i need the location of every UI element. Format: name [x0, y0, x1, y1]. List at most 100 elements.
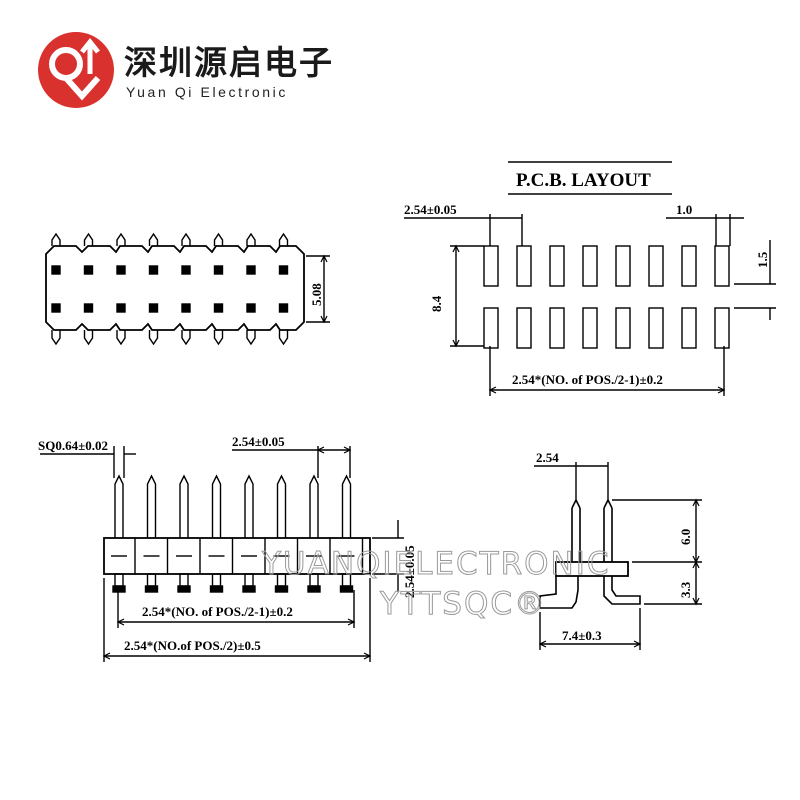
top-view-pin-squares	[51, 265, 289, 313]
pcb-pad	[648, 307, 664, 349]
top-view-pin-tip	[181, 232, 191, 246]
front-pitch-label: 2.54±0.05	[232, 434, 285, 449]
top-view-pin-tip	[246, 330, 256, 346]
pcb-pad	[582, 307, 598, 349]
front-view-pin-solder	[177, 585, 191, 593]
side-offset-label: 3.3	[678, 581, 693, 598]
front-view-pin	[309, 474, 319, 538]
front-view-pins	[112, 474, 354, 593]
front-view-pin	[146, 474, 157, 538]
pcb-row-spacing-label: 8.4	[429, 295, 444, 312]
front-view-pin-foot	[146, 573, 157, 587]
front-view-pin-solder	[339, 585, 354, 593]
side-length-label: 7.4±0.3	[562, 628, 602, 643]
top-view-pin-square	[51, 265, 61, 275]
brand-name-chinese: 深圳源启电子	[124, 43, 334, 82]
top-view-pin-square	[181, 303, 191, 313]
top-view-pin-tip	[278, 330, 289, 346]
pcb-pad	[516, 245, 532, 287]
top-view-height-label: 5.08	[309, 283, 324, 306]
top-view-pin-tip	[213, 330, 224, 346]
front-span-inner-label: 2.54*(NO. of POS./2-1)±0.2	[142, 604, 293, 619]
pcb-pads	[483, 245, 730, 349]
pcb-pad	[582, 245, 598, 287]
pcb-pad	[549, 245, 565, 287]
top-view-pin-square	[213, 303, 224, 313]
top-view-pin-square	[83, 303, 94, 313]
top-view-body	[45, 245, 305, 331]
front-view-pin-solder	[112, 585, 126, 593]
side-height-label: 6.0	[678, 529, 693, 545]
pcb-pad-width-label: 1.0	[676, 202, 692, 217]
pcb-pad	[615, 245, 631, 287]
front-view-pin	[341, 474, 352, 538]
top-view-pin-tip	[148, 330, 159, 346]
top-view-pin-tip	[116, 330, 126, 346]
top-view-pin-square	[181, 265, 191, 275]
top-view-pins	[51, 232, 289, 346]
top-view-pin-square	[213, 265, 224, 275]
top-view-pin-tip	[83, 330, 94, 346]
pcb-pad	[648, 245, 664, 287]
top-view-pin-square	[148, 303, 159, 313]
pcb-pad	[714, 307, 730, 349]
pcb-pad	[681, 245, 697, 287]
pcb-pad	[549, 307, 565, 349]
front-view-pin	[211, 474, 222, 538]
side-view	[534, 462, 702, 650]
pcb-pad	[483, 245, 499, 287]
top-view-pin-square	[116, 265, 126, 275]
front-span-outer-label: 2.54*(NO.of POS./2)±0.5	[124, 638, 261, 653]
pcb-pad	[714, 245, 730, 287]
top-view-pin-tip	[116, 232, 126, 246]
front-view-pin-foot	[179, 573, 189, 587]
top-view-pin-square	[51, 303, 61, 313]
top-view-pin-square	[246, 303, 256, 313]
top-view-pin-tip	[278, 232, 289, 246]
front-view-pin	[179, 474, 189, 538]
top-view-pin-square	[246, 265, 256, 275]
front-view-pin-solder	[307, 585, 321, 593]
pcb-pad-height-label: 1.5	[755, 251, 770, 268]
top-view-pin-square	[278, 265, 289, 275]
front-view-pin	[114, 474, 124, 538]
brand-header: 深圳源启电子 Yuan Qi Electronic	[36, 30, 356, 120]
pcb-pitch-label: 2.54±0.05	[404, 202, 457, 217]
front-view-pin	[244, 474, 254, 538]
front-view-pin-foot	[114, 573, 124, 587]
pcb-pad	[483, 307, 499, 349]
pcb-pad	[615, 307, 631, 349]
front-pin-size-label: SQ0.64±0.02	[38, 438, 108, 453]
top-view-pin-square	[83, 265, 94, 275]
pcb-layout-title: P.C.B. LAYOUT	[516, 170, 651, 191]
top-view-pin-square	[116, 303, 126, 313]
front-view-cells	[111, 538, 364, 574]
pcb-span-label: 2.54*(NO. of POS./2-1)±0.2	[512, 372, 663, 387]
front-view-pin-solder	[209, 585, 224, 593]
top-view-pin-tip	[51, 232, 61, 246]
top-view-pin-square	[148, 265, 159, 275]
top-view-pin-tip	[213, 232, 224, 246]
front-view-pin-solder	[242, 585, 256, 593]
watermark-line2: YTTSQC®	[379, 586, 547, 622]
front-view-pin-solder	[144, 585, 159, 593]
front-view-pin-solder	[274, 585, 289, 593]
top-view-pin-tip	[181, 330, 191, 346]
pcb-layout-view	[404, 161, 776, 396]
pcb-pad	[516, 307, 532, 349]
watermark-line1: YUANQIELECTRONIC	[261, 546, 611, 582]
front-view-pin	[276, 474, 287, 538]
front-view-pin-foot	[244, 573, 254, 587]
top-view-pin-tip	[246, 232, 256, 246]
front-row-pitch-label: 2.54±0.05	[402, 545, 417, 598]
top-view-pin-tip	[83, 232, 94, 246]
top-view-pin-square	[278, 303, 289, 313]
top-view	[45, 232, 330, 346]
brand-name-english: Yuan Qi Electronic	[126, 84, 288, 100]
top-view-pin-tip	[148, 232, 159, 246]
pcb-pad	[681, 307, 697, 349]
front-view-pin-foot	[211, 573, 222, 587]
front-view	[40, 446, 404, 662]
